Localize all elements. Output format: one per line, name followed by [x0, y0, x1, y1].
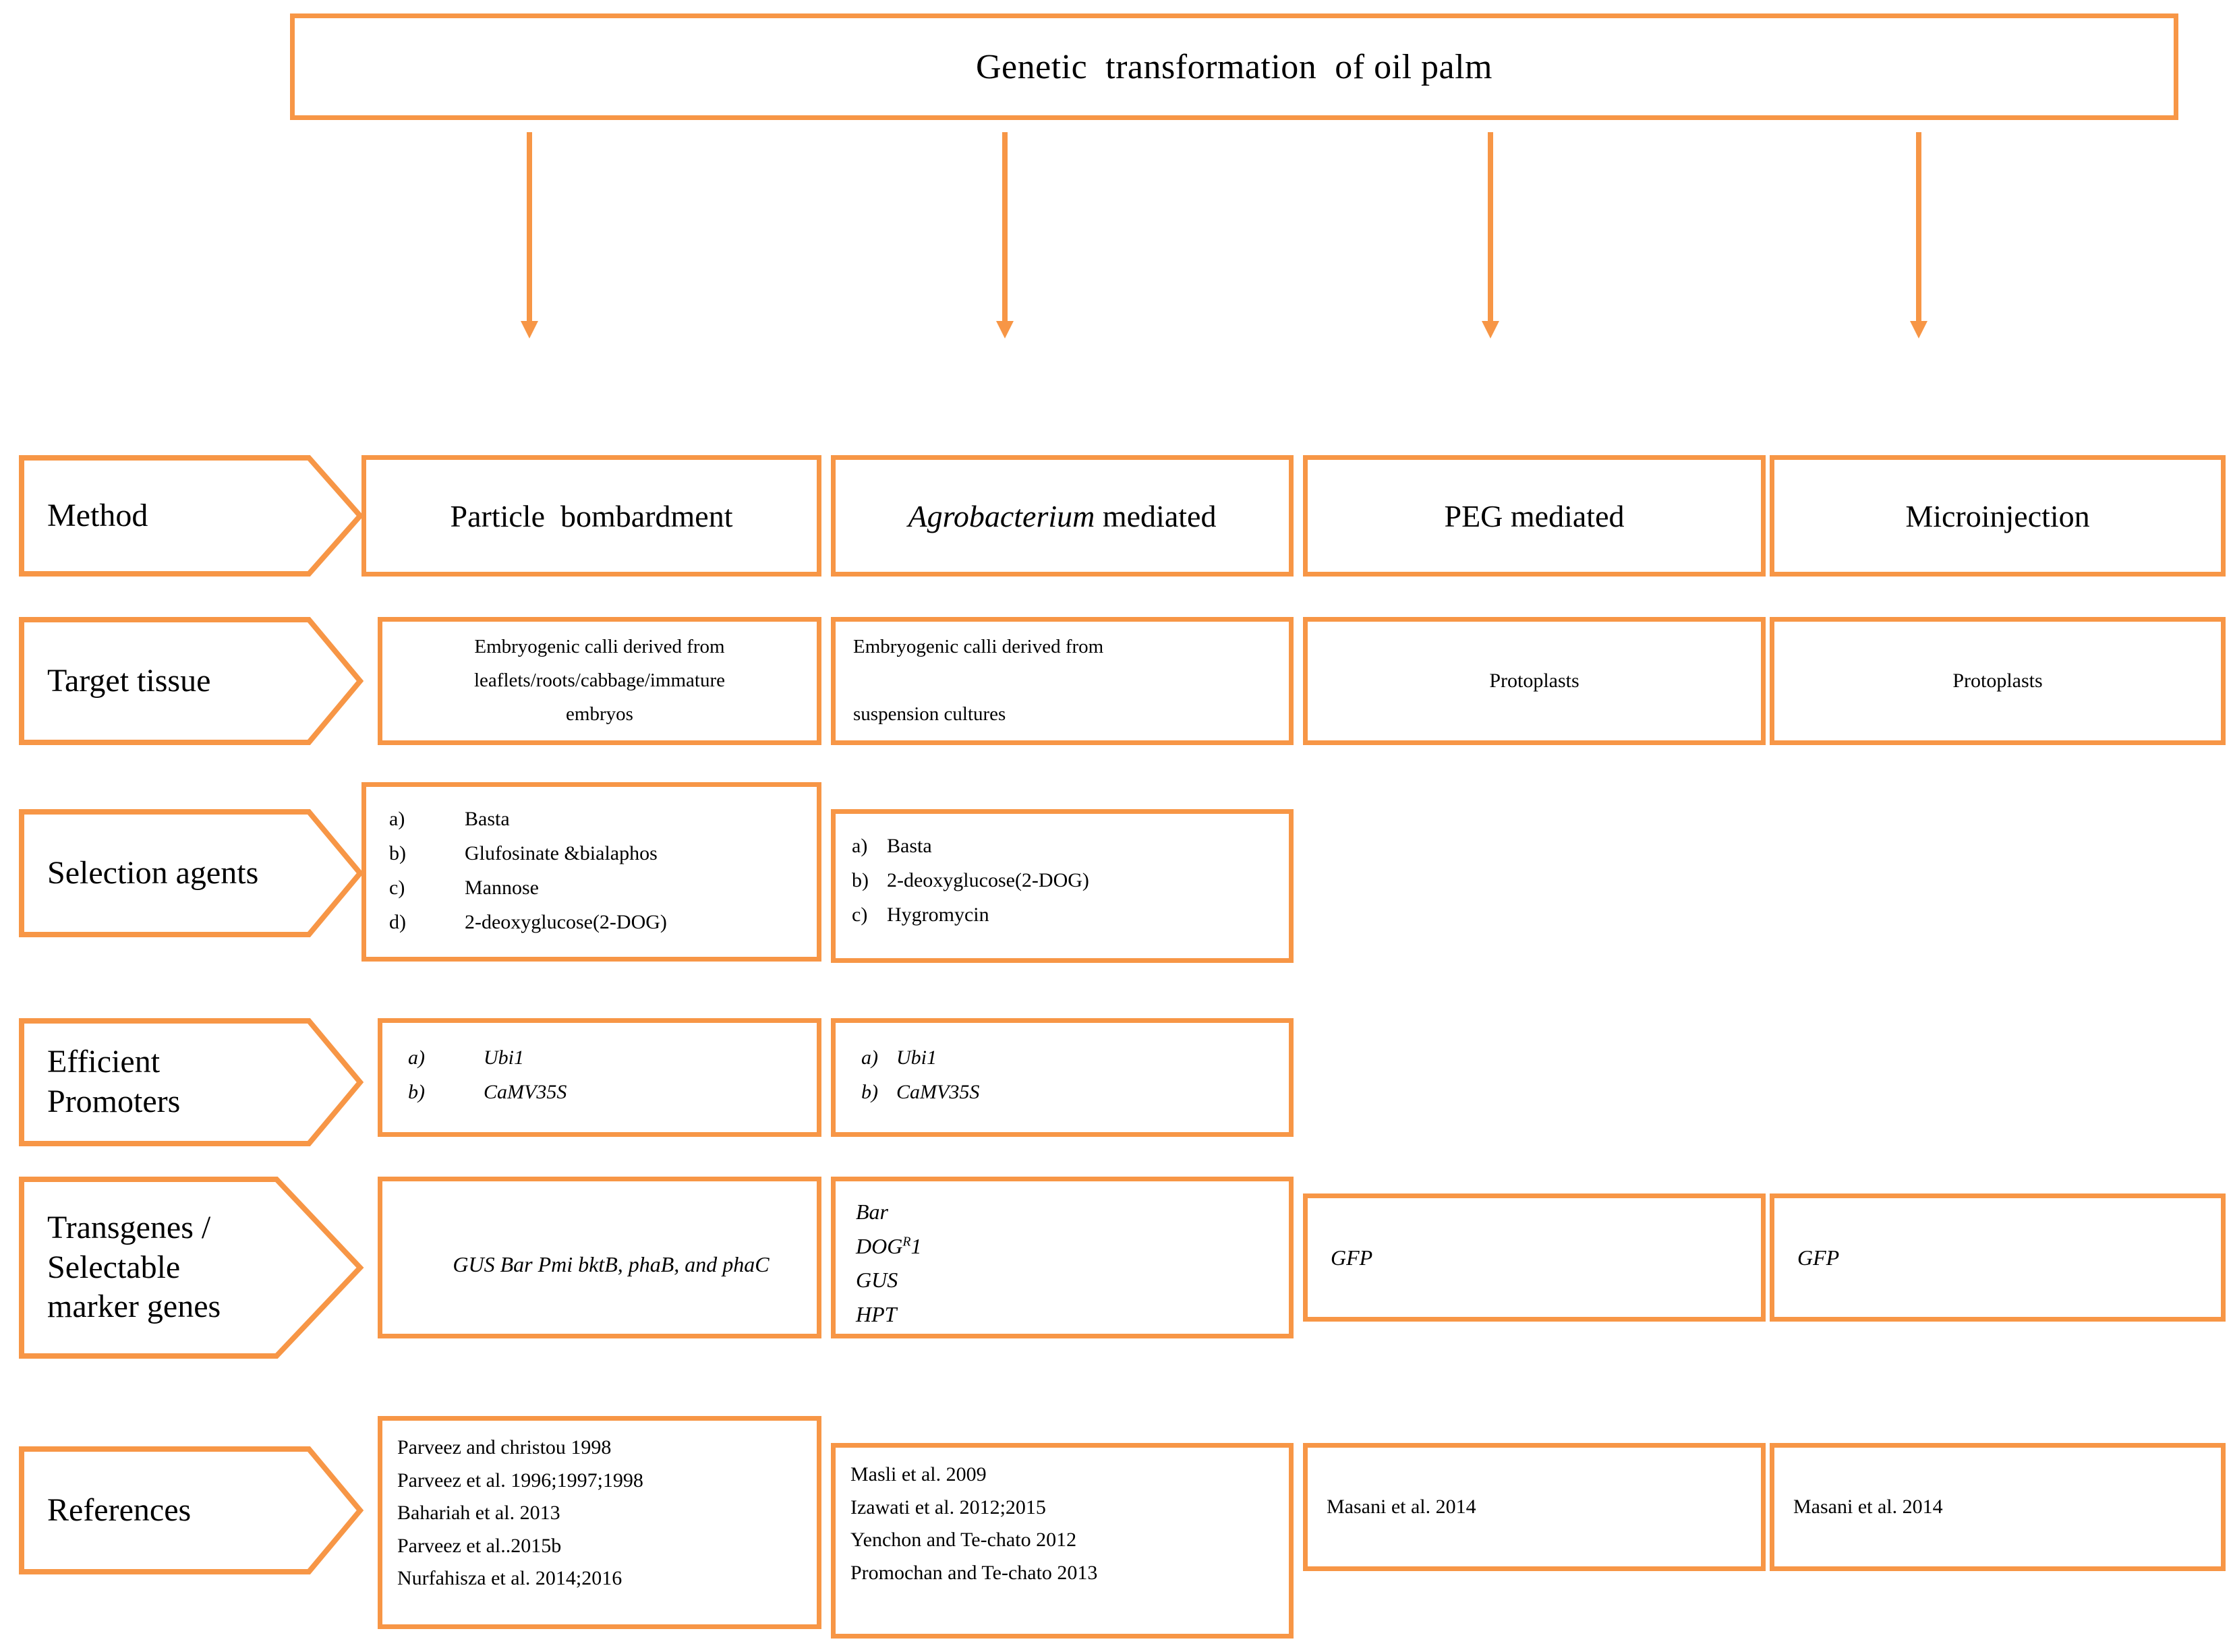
- row-label-promoters-text: Efficient Promoters: [47, 1044, 181, 1119]
- list-item: c)Mannose: [389, 877, 539, 899]
- list-item: a)Ubi1: [861, 1046, 937, 1069]
- page-title: Genetic transformation of oil palm: [975, 47, 1492, 86]
- promoters-list-agrobacterium: a)Ubi1 b)CaMV35S: [836, 1023, 979, 1109]
- agrobacterium-italic: Agrobacterium: [908, 498, 1095, 533]
- references-cell-agrobacterium: Masli et al. 2009 Izawati et al. 2012;20…: [831, 1443, 1294, 1639]
- transgenes-cell-peg: GFP: [1303, 1193, 1766, 1322]
- transgenes-text-microinjection: GFP: [1797, 1245, 1840, 1270]
- method-label-agrobacterium: Agrobacterium mediated: [908, 498, 1217, 534]
- row-label-references-text: References: [47, 1492, 192, 1528]
- list-item: Bar: [856, 1200, 888, 1224]
- promoters-cell-particle: a)Ubi1 b)CaMV35S: [378, 1018, 821, 1137]
- row-label-target-tissue-text: Target tissue: [47, 662, 211, 699]
- method-cell-particle-bombardment: Particle bombardment: [361, 455, 821, 577]
- method-cell-microinjection: Microinjection: [1770, 455, 2226, 577]
- selection-agents-cell-agrobacterium: a)Basta b)2-deoxyglucose(2-DOG) c) Hygro…: [831, 809, 1294, 963]
- references-cell-peg: Masani et al. 2014: [1303, 1443, 1766, 1571]
- transgenes-cell-agrobacterium: Bar DOGR1 GUS HPT: [831, 1177, 1294, 1338]
- agrobacterium-rest: mediated: [1095, 498, 1217, 533]
- row-label-transgenes-text: Transgenes / Selectable marker genes: [47, 1210, 221, 1325]
- references-text-microinjection: Masani et al. 2014: [1793, 1495, 1943, 1518]
- connector-arrow-1: [521, 132, 538, 338]
- transgenes-cell-microinjection: GFP: [1770, 1193, 2226, 1322]
- row-label-method-text: Method: [47, 497, 148, 533]
- list-item: b)CaMV35S: [861, 1081, 980, 1103]
- list-item: GUS: [856, 1268, 898, 1293]
- selection-agents-list-agrobacterium: a)Basta b)2-deoxyglucose(2-DOG) c) Hygro…: [836, 814, 1089, 932]
- connector-arrow-3: [1482, 132, 1499, 338]
- list-item: a)Basta: [852, 835, 932, 857]
- list-item: DOGR1: [856, 1233, 922, 1258]
- list-item: b)2-deoxyglucose(2-DOG): [852, 869, 1089, 891]
- target-tissue-cell-microinjection: Protoplasts: [1770, 617, 2226, 745]
- row-label-transgenes: Transgenes / Selectable marker genes: [19, 1177, 364, 1359]
- promoters-list-particle: a)Ubi1 b)CaMV35S: [382, 1023, 567, 1109]
- list-item: c) Hygromycin: [852, 904, 989, 926]
- references-text-particle: Parveez and christou 1998 Parveez et al.…: [397, 1436, 643, 1590]
- list-item: b)Glufosinate &bialaphos: [389, 842, 658, 864]
- method-cell-agrobacterium: Agrobacterium mediated: [831, 455, 1294, 577]
- references-cell-particle: Parveez and christou 1998 Parveez et al.…: [378, 1416, 821, 1629]
- target-tissue-text-agrobacterium: Embryogenic calli derived from suspensio…: [853, 636, 1104, 725]
- connector-arrow-4: [1910, 132, 1927, 338]
- target-tissue-cell-peg: Protoplasts: [1303, 617, 1766, 745]
- row-label-selection-agents-text: Selection agents: [47, 854, 259, 891]
- row-label-method: Method: [19, 455, 364, 577]
- target-tissue-text-peg: Protoplasts: [1489, 670, 1579, 692]
- target-tissue-text-microinjection: Protoplasts: [1952, 670, 2043, 692]
- transgenes-list-agrobacterium: Bar DOGR1 GUS HPT: [836, 1181, 921, 1331]
- method-label-microinjection: Microinjection: [1905, 498, 2090, 533]
- references-text-agrobacterium: Masli et al. 2009 Izawati et al. 2012;20…: [850, 1463, 1098, 1584]
- selection-agents-cell-particle: a)Basta b)Glufosinate &bialaphos c)Manno…: [361, 782, 821, 962]
- target-tissue-text-particle: Embryogenic calli derived from leaflets/…: [473, 636, 725, 725]
- row-label-target-tissue: Target tissue: [19, 617, 364, 745]
- transgenes-text-peg: GFP: [1331, 1245, 1373, 1270]
- list-item: a)Ubi1: [408, 1046, 524, 1069]
- row-label-selection-agents: Selection agents: [19, 809, 364, 937]
- transgenes-text-particle: GUS Bar Pmi bktB, phaB, and phaC: [453, 1251, 770, 1276]
- row-label-promoters: Efficient Promoters: [19, 1018, 364, 1146]
- method-label-peg: PEG mediated: [1444, 498, 1625, 533]
- references-text-peg: Masani et al. 2014: [1327, 1495, 1476, 1518]
- method-cell-peg: PEG mediated: [1303, 455, 1766, 577]
- target-tissue-cell-agrobacterium: Embryogenic calli derived from suspensio…: [831, 617, 1294, 745]
- selection-agents-list-particle: a)Basta b)Glufosinate &bialaphos c)Manno…: [366, 787, 667, 939]
- method-label-particle: Particle bombardment: [450, 498, 733, 533]
- target-tissue-cell-particle: Embryogenic calli derived from leaflets/…: [378, 617, 821, 745]
- promoters-cell-agrobacterium: a)Ubi1 b)CaMV35S: [831, 1018, 1294, 1137]
- connector-arrow-2: [996, 132, 1014, 338]
- list-item: HPT: [856, 1301, 897, 1326]
- list-item: b)CaMV35S: [408, 1081, 567, 1103]
- references-cell-microinjection: Masani et al. 2014: [1770, 1443, 2226, 1571]
- list-item: d)2-deoxyglucose(2-DOG): [389, 911, 667, 933]
- row-label-references: References: [19, 1446, 364, 1574]
- transgenes-cell-particle: GUS Bar Pmi bktB, phaB, and phaC: [378, 1177, 821, 1338]
- list-item: a)Basta: [389, 808, 510, 830]
- title-box: Genetic transformation of oil palm: [290, 13, 2178, 120]
